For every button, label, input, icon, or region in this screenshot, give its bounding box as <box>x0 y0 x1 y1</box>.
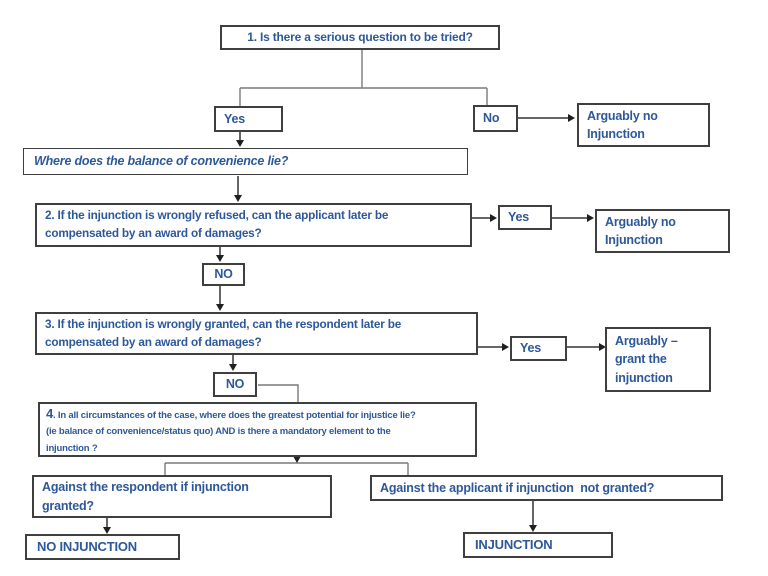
question-4-text: . In all circumstances of the case, wher… <box>46 410 416 454</box>
final-no-injunction-box: NO INJUNCTION <box>25 534 180 560</box>
no-branch-2-box: NO <box>202 263 245 286</box>
outcome-no-injunction-1-box: Arguably no Injunction <box>577 103 710 147</box>
arrowhead <box>236 140 244 147</box>
arrowhead <box>587 214 594 222</box>
yes-branch-1-box: Yes <box>214 106 283 132</box>
arrowhead <box>229 364 237 371</box>
yes-branch-2-box: Yes <box>498 205 552 230</box>
question-4-number: 4 <box>46 406 54 421</box>
arrowhead <box>216 304 224 311</box>
question-3-box: 3. If the injunction is wrongly granted,… <box>35 312 478 355</box>
connector-no3-elbow <box>258 384 299 403</box>
question-4-box: 4. In all circumstances of the case, whe… <box>38 402 477 457</box>
outcome-no-injunction-2-box: Arguably no Injunction <box>595 209 730 253</box>
arrowhead <box>293 456 301 463</box>
no-branch-3-box: NO <box>213 372 257 397</box>
balance-of-convenience-box: Where does the balance of convenience li… <box>23 148 468 175</box>
final-injunction-box: INJUNCTION <box>463 532 613 558</box>
arrowhead <box>599 343 606 351</box>
branch-applicant-box: Against the applicant if injunction not … <box>370 475 723 501</box>
question-1-box: 1. Is there a serious question to be tri… <box>220 25 500 50</box>
arrowhead <box>234 195 242 202</box>
arrowhead <box>216 255 224 262</box>
arrowhead <box>502 343 509 351</box>
arrowhead <box>103 527 111 534</box>
outcome-grant-injunction-box: Arguably – grant the injunction <box>605 327 711 392</box>
arrowhead <box>529 525 537 532</box>
yes-branch-3-box: Yes <box>510 336 567 361</box>
arrowhead <box>568 114 575 122</box>
branch-respondent-box: Against the respondent if injunction gra… <box>32 475 332 518</box>
no-branch-1-box: No <box>473 105 518 132</box>
arrowhead <box>490 214 497 222</box>
question-2-box: 2. If the injunction is wrongly refused,… <box>35 203 472 247</box>
